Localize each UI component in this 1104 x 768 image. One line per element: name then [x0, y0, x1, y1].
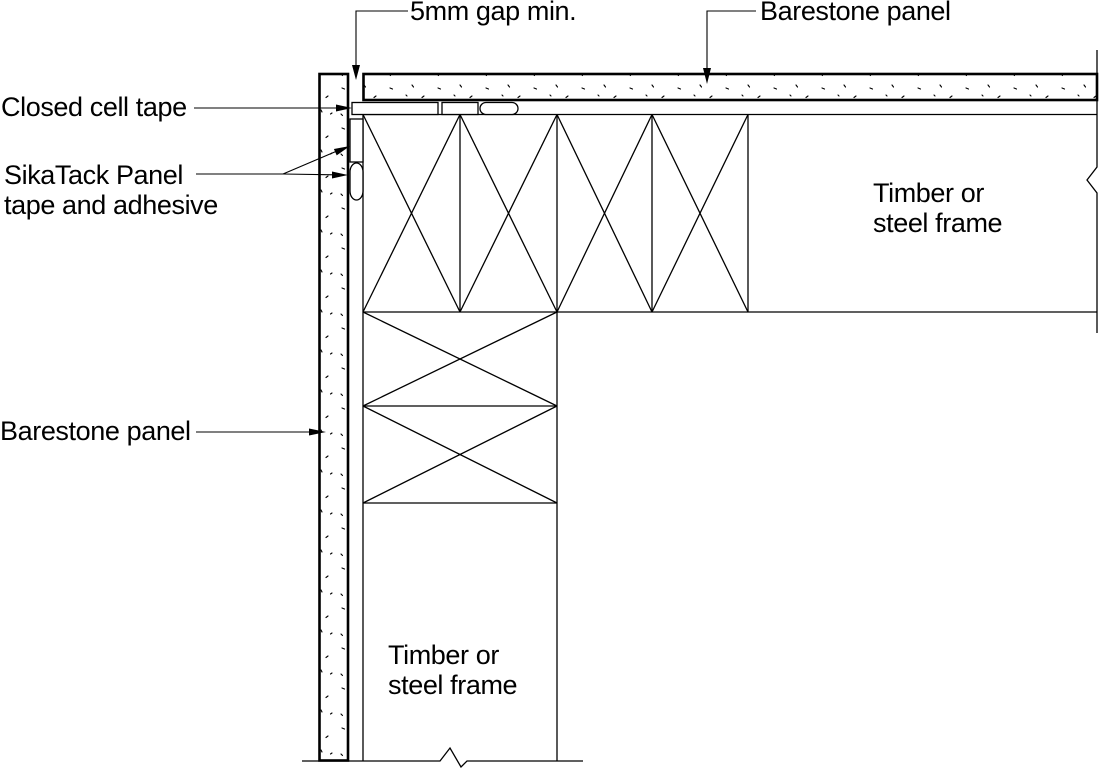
leader-barestone-panel-left [196, 428, 326, 436]
label-timber-frame-bottom-line2: steel frame [388, 670, 518, 700]
leader-sikatack [196, 146, 350, 179]
barestone-panel-horizontal-section [362, 72, 1099, 102]
label-timber-frame-bottom-line1: Timber or [388, 640, 499, 670]
break-line-bottom [302, 746, 583, 768]
label-sikatack-line1: SikaTack Panel [4, 160, 183, 190]
label-barestone-panel-top: Barestone panel [760, 0, 951, 26]
closed-cell-tape-strips [349, 101, 479, 163]
label-timber-frame-right-line2: steel frame [873, 208, 1003, 238]
sikatack-adhesive-beads [349, 101, 519, 201]
frame-band-horizontal [362, 113, 1097, 313]
leader-gap-min [352, 10, 408, 80]
label-gap-min: 5mm gap min. [410, 0, 577, 26]
frame-column-vertical [362, 114, 558, 761]
leader-closed-cell-tape [194, 104, 352, 112]
label-sikatack-line2: tape and adhesive [4, 190, 218, 220]
label-closed-cell-tape: Closed cell tape [1, 92, 187, 122]
label-timber-frame-right: Timber or steel frame [873, 178, 1003, 238]
leader-barestone-panel-top [703, 10, 756, 84]
break-line-right [1086, 50, 1098, 333]
label-sikatack: SikaTack Panel tape and adhesive [4, 160, 218, 220]
label-timber-frame-right-line1: Timber or [873, 178, 984, 208]
label-timber-frame-bottom: Timber or steel frame [388, 640, 518, 700]
label-barestone-panel-left: Barestone panel [0, 416, 191, 446]
